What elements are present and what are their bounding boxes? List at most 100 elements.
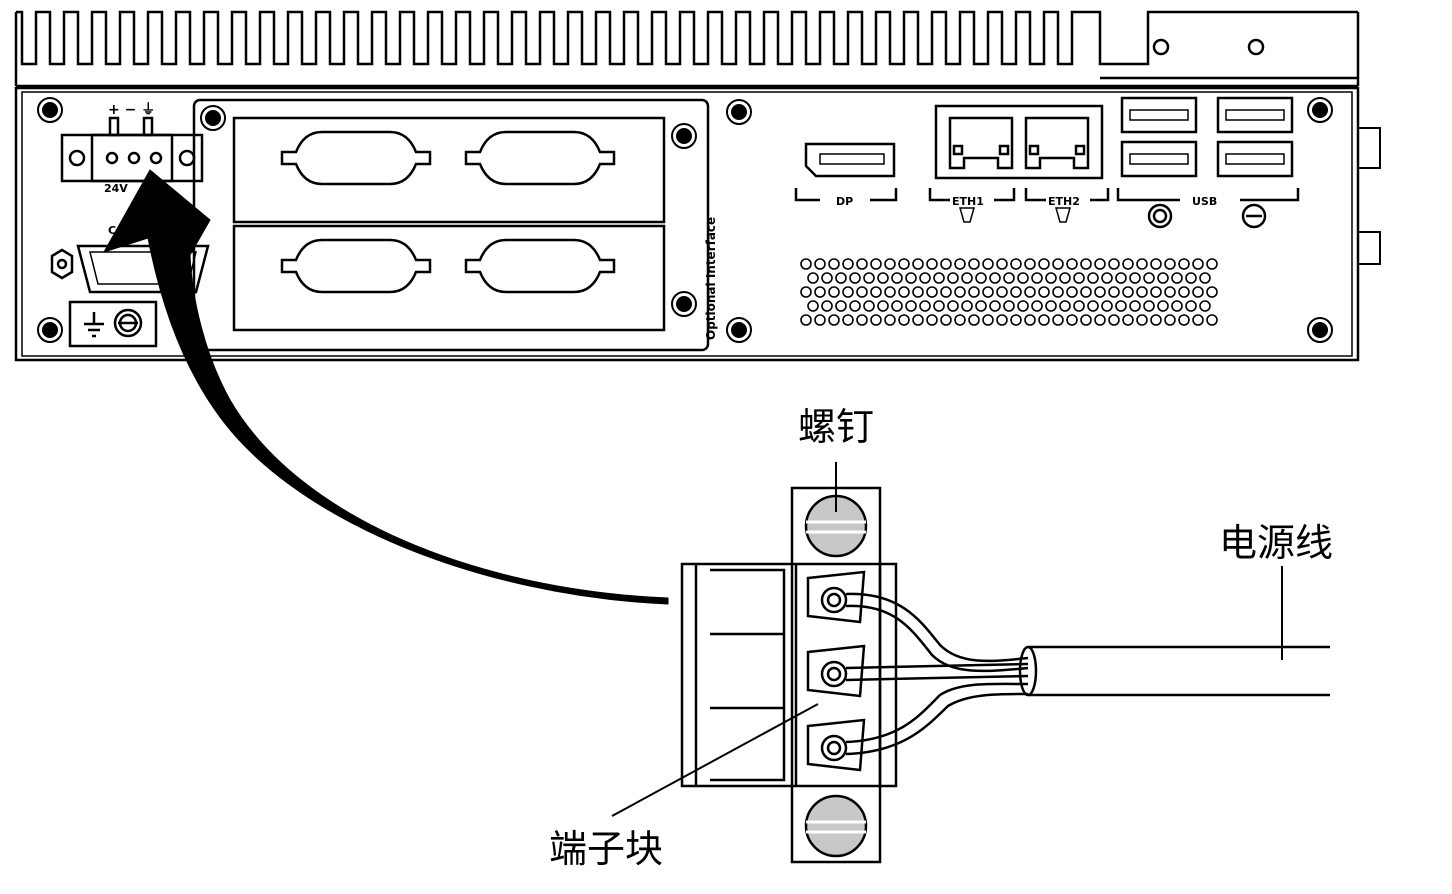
vent-hole <box>912 286 924 298</box>
vent-hole <box>1024 258 1036 270</box>
vent-hole <box>1094 258 1106 270</box>
vent-hole <box>1108 258 1120 270</box>
eth1-label: ETH1 <box>952 195 984 208</box>
vent-hole <box>1108 314 1120 326</box>
vent-hole <box>1192 314 1204 326</box>
power-cable <box>1018 645 1330 697</box>
vent-hole <box>933 272 945 284</box>
vent-hole <box>1052 286 1064 298</box>
vent-hole <box>1059 272 1071 284</box>
vent-hole <box>1150 258 1162 270</box>
vent-hole <box>835 272 847 284</box>
vent-hole <box>1038 258 1050 270</box>
vent-hole <box>1122 258 1134 270</box>
vent-hole <box>891 300 903 312</box>
vent-hole <box>1178 258 1190 270</box>
vent-hole <box>919 300 931 312</box>
vent-hole <box>940 314 952 326</box>
vent-hole <box>849 272 861 284</box>
vent-hole <box>1066 314 1078 326</box>
vent-hole <box>919 272 931 284</box>
terminal-block <box>680 486 898 864</box>
vent-hole <box>1003 272 1015 284</box>
vent-hole <box>842 258 854 270</box>
vent-hole <box>989 272 1001 284</box>
vent-hole <box>807 300 819 312</box>
vent-hole <box>884 258 896 270</box>
vent-hole <box>1080 258 1092 270</box>
panel-screws <box>37 97 1333 343</box>
vent-hole <box>1052 314 1064 326</box>
vent-hole <box>1080 314 1092 326</box>
vent-hole <box>1080 286 1092 298</box>
vent-hole <box>1136 286 1148 298</box>
vent-hole <box>891 272 903 284</box>
vent-hole <box>877 300 889 312</box>
device-heatsink <box>14 10 1360 88</box>
vent-hole <box>1073 272 1085 284</box>
vent-hole <box>807 272 819 284</box>
vent-hole <box>1087 272 1099 284</box>
vent-hole <box>1206 286 1218 298</box>
vent-hole <box>1024 314 1036 326</box>
vent-hole <box>1136 258 1148 270</box>
vent-hole <box>1199 300 1211 312</box>
vent-hole <box>814 258 826 270</box>
vent-hole <box>800 286 812 298</box>
vent-hole <box>905 272 917 284</box>
vent-hole <box>1192 286 1204 298</box>
vent-hole <box>926 286 938 298</box>
vent-hole <box>1150 314 1162 326</box>
vent-hole <box>870 286 882 298</box>
vent-hole <box>1066 258 1078 270</box>
vent-hole <box>821 272 833 284</box>
vent-hole <box>1206 258 1218 270</box>
vent-hole <box>1143 300 1155 312</box>
vent-hole <box>954 258 966 270</box>
dp-label: DP <box>836 195 853 208</box>
vent-hole <box>1185 272 1197 284</box>
vent-hole <box>1164 258 1176 270</box>
vent-hole <box>1136 314 1148 326</box>
vent-hole <box>828 258 840 270</box>
vent-hole <box>1059 300 1071 312</box>
curved-arrow-icon <box>102 169 669 605</box>
vent-hole <box>863 272 875 284</box>
ground-icon <box>84 312 104 338</box>
vent-hole <box>1073 300 1085 312</box>
vent-hole <box>961 300 973 312</box>
vent-hole <box>800 258 812 270</box>
vent-hole <box>821 300 833 312</box>
vent-hole <box>1206 314 1218 326</box>
vent-hole <box>1017 300 1029 312</box>
vent-hole <box>1157 300 1169 312</box>
vent-hole <box>1171 272 1183 284</box>
terminal-block-callout: 端子块 <box>549 827 663 871</box>
vent-hole <box>954 286 966 298</box>
vent-hole <box>996 314 1008 326</box>
vent-hole <box>1031 300 1043 312</box>
vent-hole <box>898 258 910 270</box>
power-cable-callout: 电源线 <box>1219 521 1333 565</box>
vent-hole <box>842 286 854 298</box>
vent-hole <box>1171 300 1183 312</box>
vent-hole <box>884 314 896 326</box>
vent-hole <box>954 314 966 326</box>
vent-hole <box>996 286 1008 298</box>
vent-hole <box>856 286 868 298</box>
vent-hole <box>1192 258 1204 270</box>
vent-hole <box>905 300 917 312</box>
vent-hole <box>947 272 959 284</box>
vent-hole <box>1129 272 1141 284</box>
vent-hole <box>940 258 952 270</box>
leader-lines <box>611 462 1283 817</box>
vent-hole <box>814 286 826 298</box>
vent-hole <box>1066 286 1078 298</box>
vent-hole <box>1010 314 1022 326</box>
power-wires <box>845 592 1029 756</box>
vent-hole <box>961 272 973 284</box>
vent-hole <box>1010 286 1022 298</box>
vent-hole <box>982 286 994 298</box>
vent-hole <box>1129 300 1141 312</box>
